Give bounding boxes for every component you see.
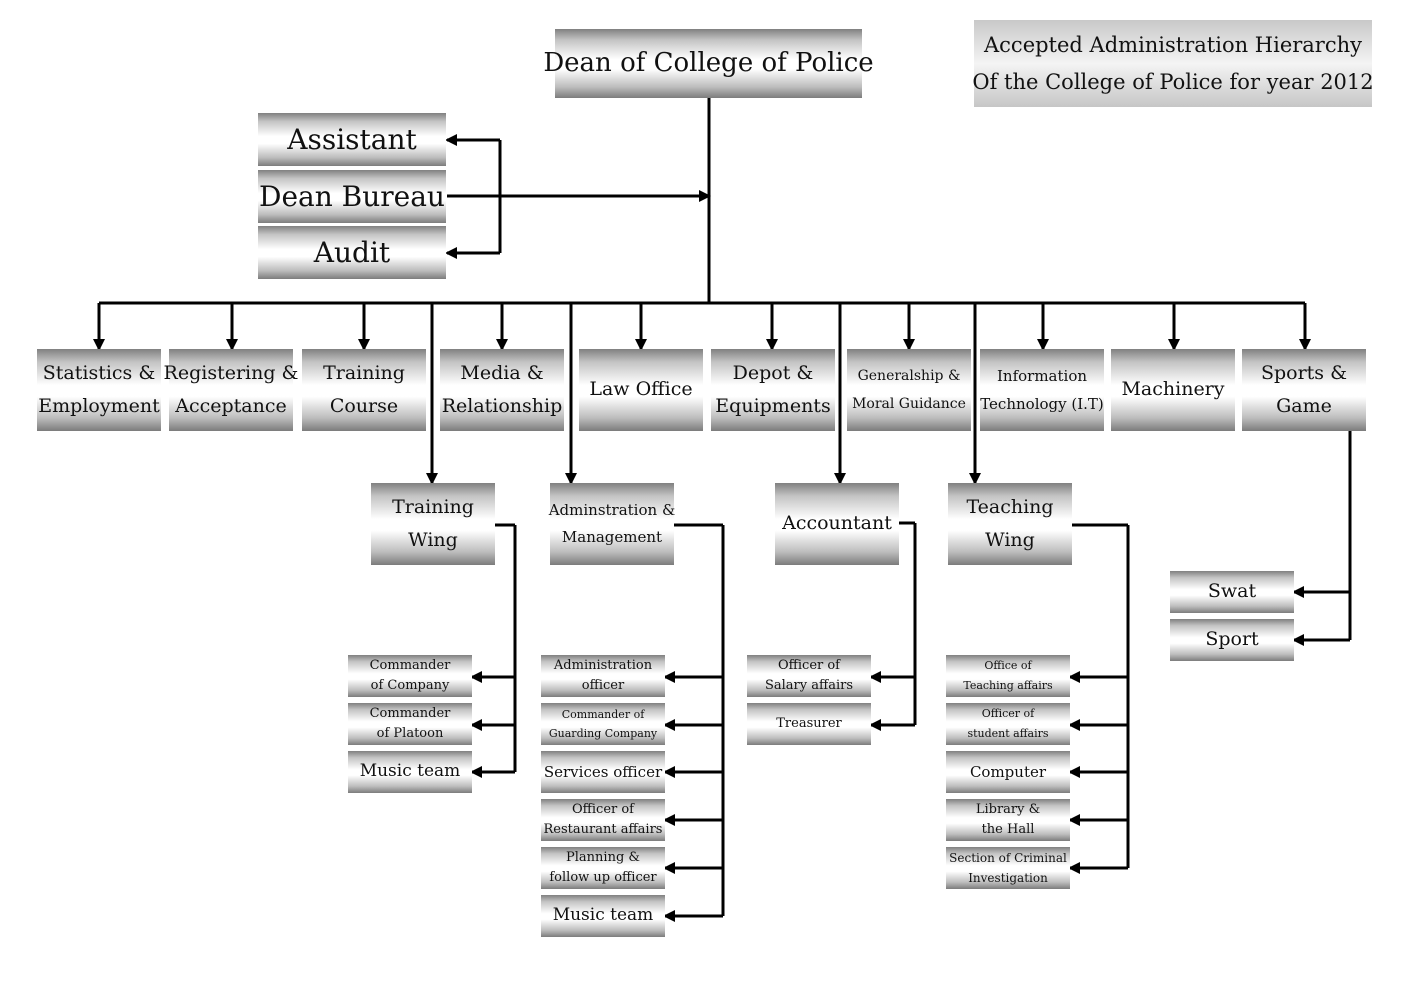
label-line: Training [392,495,474,518]
label-line: Machinery [1121,378,1225,401]
salary-affairs-officer-box: Officer of Salary affairs [747,655,871,697]
label-line: Commander [369,657,451,673]
commander-guarding-company-box: Commander of Guarding Company [541,703,665,745]
label-line: Swat [1207,580,1257,603]
label-line: Training [323,361,405,384]
chart-title-line-1: Accepted Administration Hierarchy [984,32,1362,57]
chart-title-line-2: Of the College of Police for year 2012 [972,69,1374,94]
label-line: Salary affairs [764,678,854,693]
admin-music-team-box: Music team [541,895,665,937]
label-line: Dean Bureau [259,180,445,213]
label-line: follow up officer [549,870,657,885]
label-line: Law Office [589,378,693,401]
label-line: Teaching affairs [963,679,1053,692]
administration-officer-box: Administration officer [541,655,665,697]
label-line: Restaurant affairs [543,822,663,837]
label-line: Game [1276,395,1332,417]
commander-of-company-box: Commander of Company [348,655,472,697]
dean-box: Dean of College of Police [543,29,874,98]
label-line: Section of Criminal [949,850,1067,865]
label-line: Audit [313,236,391,269]
label-line: Services officer [543,762,663,781]
label-line: Course [329,395,399,417]
dean-bureau-box: Dean Bureau [258,170,446,223]
media-relationship-box: Media & Relationship [440,349,564,431]
label-line: Investigation [968,871,1048,885]
assistant-box: Assistant [258,113,446,166]
label-line: Commander of [561,707,645,721]
commander-of-platoon-box: Commander of Platoon [348,703,472,745]
depot-equipments-box: Depot & Equipments [711,349,835,431]
machinery-box: Machinery [1111,349,1235,431]
label-line: Dean of College of Police [543,48,874,79]
label-line: Equipments [715,395,831,417]
label-line: Sport [1205,628,1259,651]
restaurant-affairs-officer-box: Officer of Restaurant affairs [541,799,665,841]
library-hall-box: Library & the Hall [946,799,1070,841]
statistics-employment-box: Statistics & Employment [37,349,161,431]
label-line: of Company [370,678,450,693]
label-line: Officer of [777,657,840,673]
training-music-team-box: Music team [348,751,472,793]
label-line: Management [561,528,663,546]
label-line: Registering & [163,361,299,384]
label-line: Planning & [566,849,640,865]
label-line: Administration [553,657,653,673]
label-line: Moral Guidance [852,396,966,412]
label-line: Media & [460,361,544,384]
law-office-box: Law Office [579,349,703,431]
audit-box: Audit [258,226,446,279]
label-line: Computer [969,762,1047,781]
label-line: Treasurer [776,715,842,731]
label-line: Statistics & [42,361,156,384]
label-line: Employment [38,395,160,417]
generalship-moral-guidance-box: Generalship & Moral Guidance [847,349,971,431]
label-line: Wing [408,529,458,551]
label-line: Officer of [981,706,1035,720]
treasurer-box: Treasurer [747,703,871,745]
label-line: Music team [359,761,461,782]
label-line: Guarding Company [548,727,658,740]
label-line: Commander [369,705,451,721]
registering-acceptance-box: Registering & Acceptance [164,349,298,431]
label-line: Wing [985,529,1035,551]
sport-box: Sport [1170,619,1294,661]
label-line: Relationship [441,395,563,417]
swat-box: Swat [1170,571,1294,613]
label-line: Office of [984,658,1032,672]
label-line: Technology (I.T) [980,395,1104,413]
chart-title: Accepted Administration Hierarchy Of the… [972,20,1374,107]
label-line: the Hall [981,822,1035,837]
label-line: Information [996,366,1088,385]
sports-game-box: Sports & Game [1242,349,1366,431]
label-line: Adminstration & [548,501,676,519]
label-line: student affairs [967,727,1049,740]
label-line: Library & [975,801,1041,817]
label-line: Officer of [571,801,634,817]
services-officer-box: Services officer [541,751,665,793]
label-line: Accountant [782,512,892,535]
label-line: Assistant [287,123,417,156]
label-line: Music team [552,905,654,926]
computer-box: Computer [946,751,1070,793]
label-line: officer [581,678,625,693]
student-affairs-officer-box: Officer of student affairs [946,703,1070,745]
teaching-affairs-office-box: Office of Teaching affairs [946,655,1070,697]
administration-management-box: Adminstration & Management [548,483,676,565]
planning-follow-up-officer-box: Planning & follow up officer [541,847,665,889]
accountant-box: Accountant [775,483,899,565]
label-line: Teaching [966,495,1054,518]
label-line: Depot & [732,361,814,384]
label-line: Sports & [1260,361,1348,384]
label-line: Generalship & [857,368,961,384]
label-line: of Platoon [376,726,444,741]
label-line: Acceptance [175,395,287,417]
